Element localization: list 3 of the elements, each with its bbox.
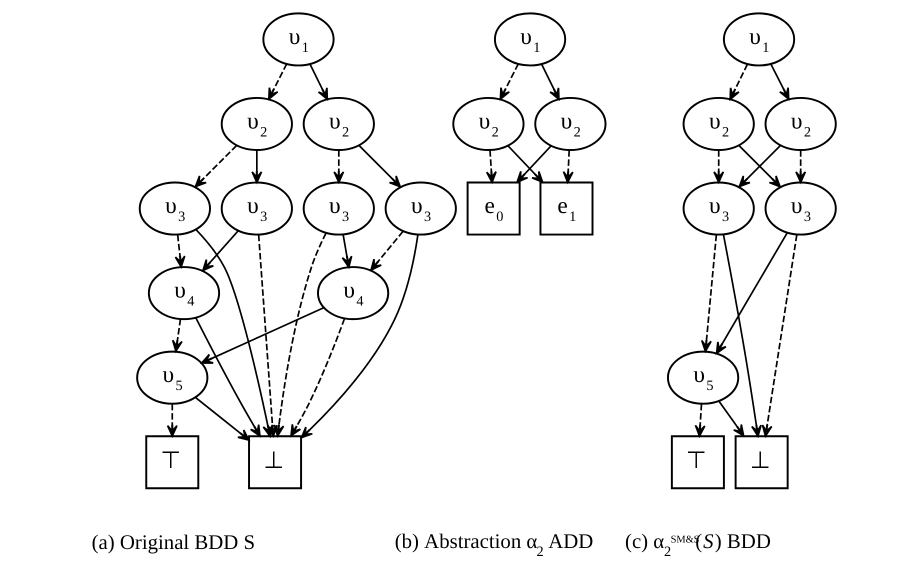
label: (b) Abstraction α$_{2}$ ADD [394,528,593,560]
label: (c) α$_{2}$$^{SM&S}$(S) BDD [624,528,770,560]
label: (a) Original BDD S [91,530,255,554]
